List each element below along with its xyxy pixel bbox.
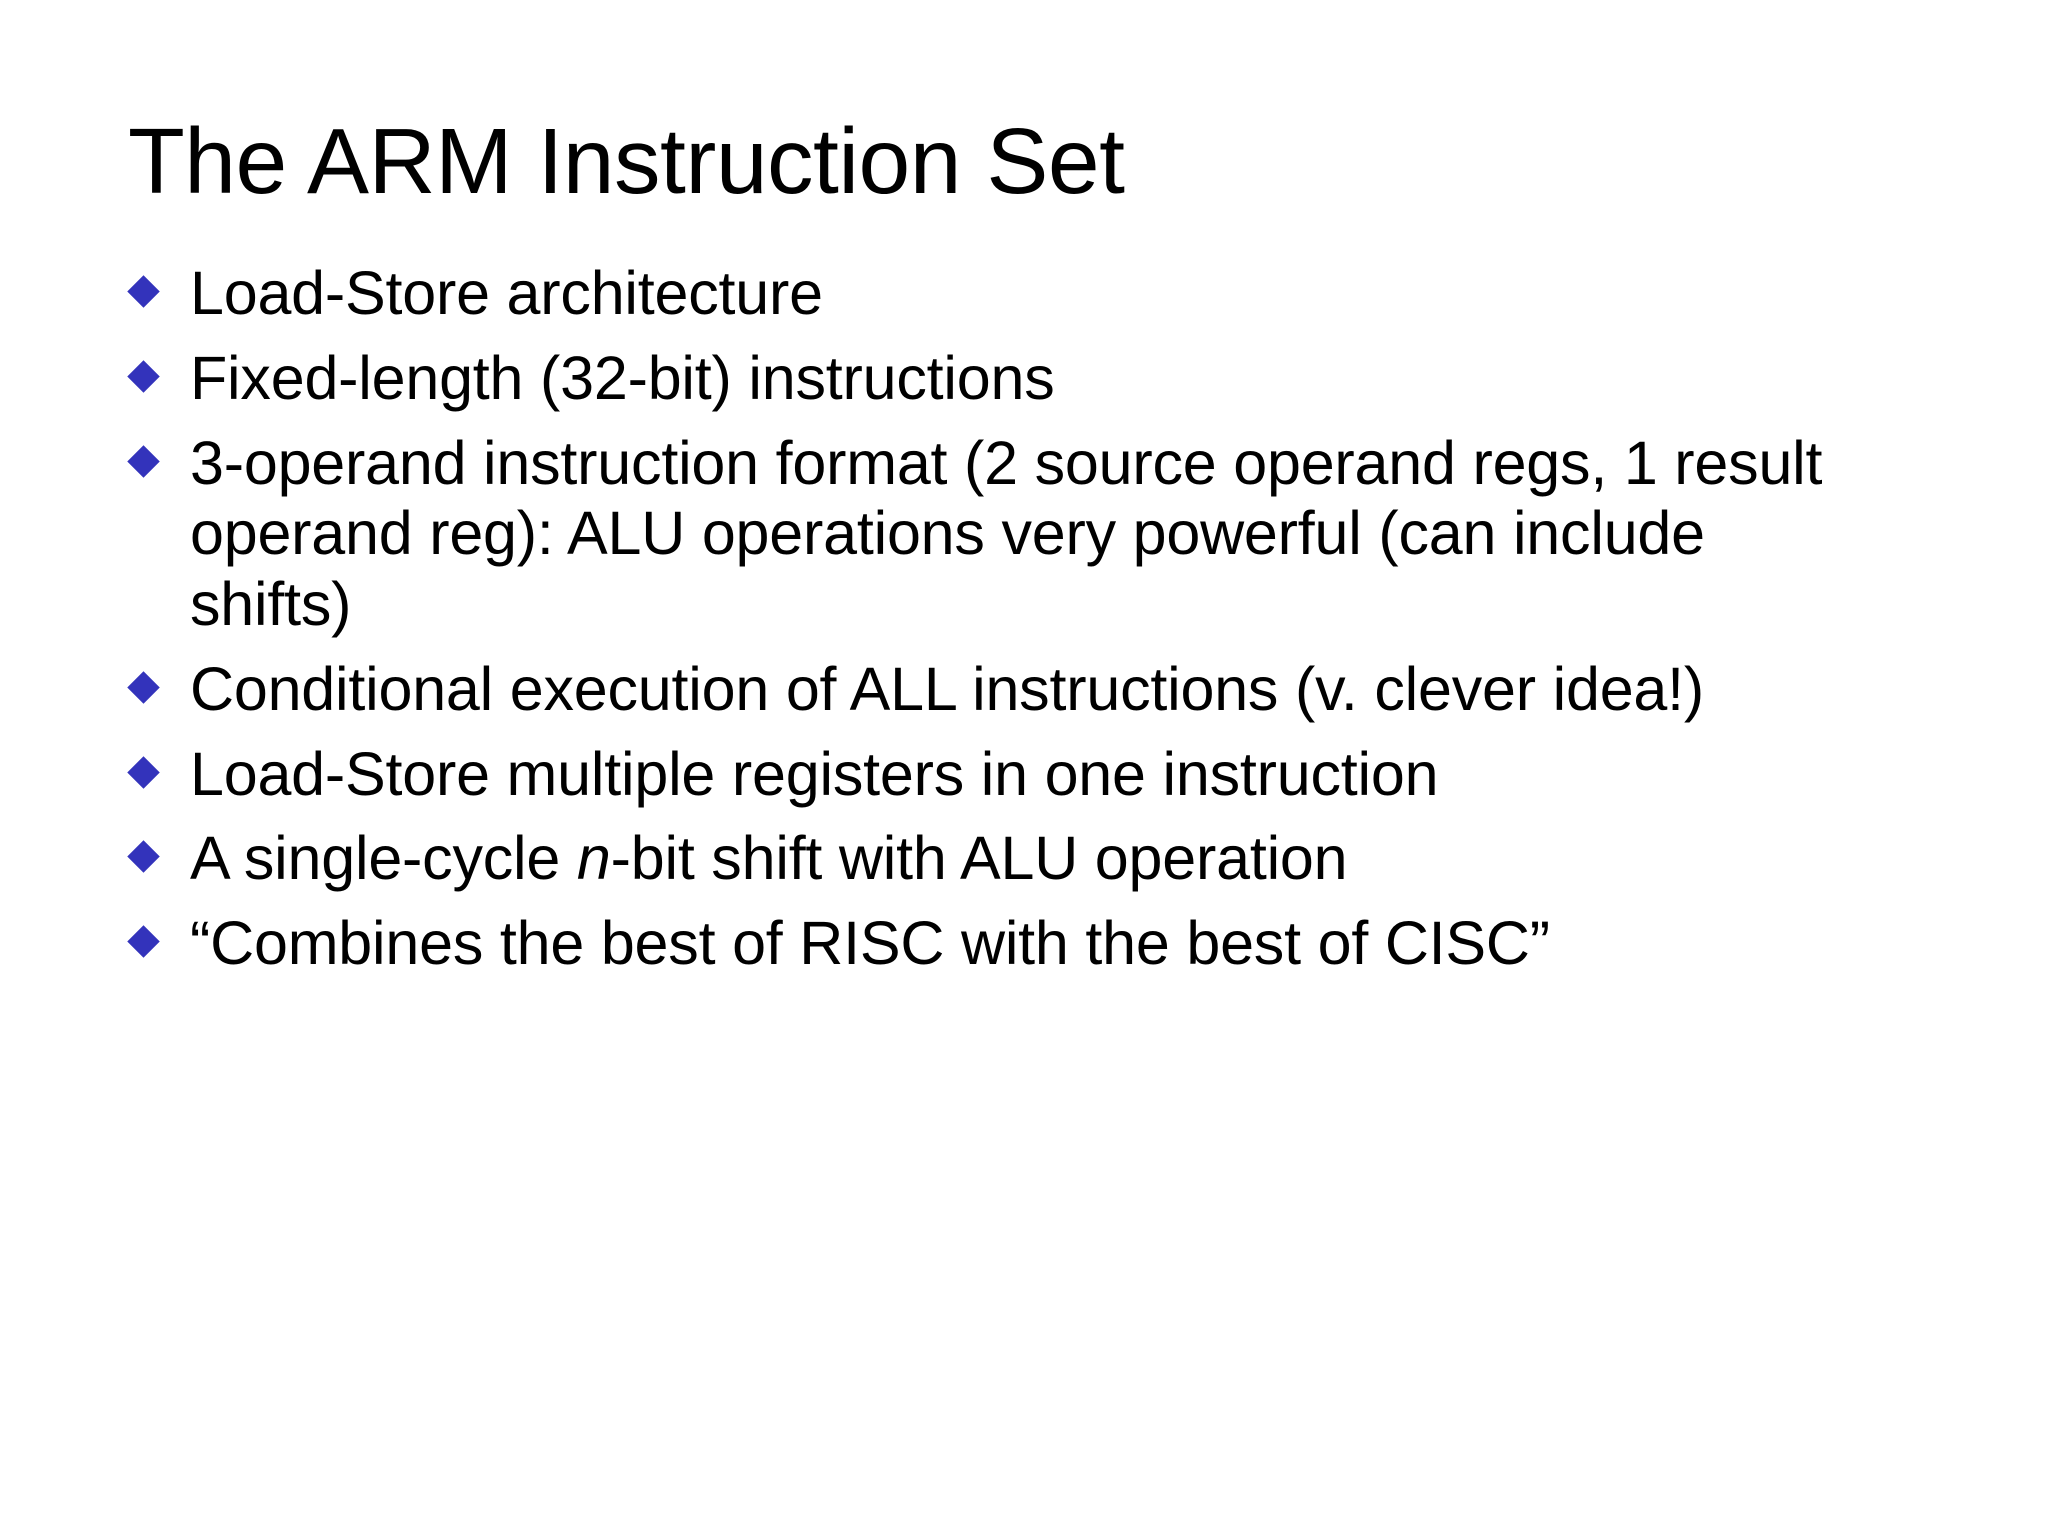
bullet-list: Load-Store architecture Fixed-length (32… bbox=[118, 258, 1928, 993]
list-item: Conditional execution of ALL instruction… bbox=[118, 654, 1928, 725]
page-title: The ARM Instruction Set bbox=[128, 109, 1125, 214]
diamond-bullet-icon bbox=[118, 258, 190, 308]
list-item-label-italic: n bbox=[576, 824, 611, 893]
diamond-bullet-icon bbox=[118, 654, 190, 704]
list-item-label: Fixed-length (32-bit) instructions bbox=[190, 343, 1055, 412]
list-item-label-prefix: A single-cycle bbox=[190, 824, 577, 893]
list-item-label: Load-Store multiple registers in one ins… bbox=[190, 739, 1439, 808]
diamond-bullet-icon bbox=[118, 343, 190, 393]
list-item-label: “Combines the best of RISC with the best… bbox=[190, 909, 1550, 977]
list-item-label: Conditional execution of ALL instruction… bbox=[190, 654, 1705, 723]
list-item-label: 3-operand instruction format (2 source o… bbox=[190, 428, 1823, 639]
list-item: Load-Store multiple registers in one ins… bbox=[118, 739, 1928, 810]
diamond-bullet-icon bbox=[118, 428, 190, 478]
diamond-bullet-icon bbox=[118, 739, 190, 789]
list-item: A single-cycle n-bit shift with ALU oper… bbox=[118, 823, 1928, 894]
list-item-label: A single-cycle n-bit shift with ALU oper… bbox=[190, 823, 1928, 894]
diamond-bullet-icon bbox=[118, 908, 190, 958]
list-item-label: Load-Store architecture bbox=[190, 259, 823, 327]
list-item: Fixed-length (32-bit) instructions bbox=[118, 343, 1928, 414]
list-item: 3-operand instruction format (2 source o… bbox=[118, 428, 1928, 640]
list-item: Load-Store architecture bbox=[118, 258, 1928, 329]
diamond-bullet-icon bbox=[118, 823, 190, 874]
list-item-label-suffix: -bit shift with ALU operation bbox=[610, 824, 1348, 893]
list-item: “Combines the best of RISC with the best… bbox=[118, 908, 1928, 979]
